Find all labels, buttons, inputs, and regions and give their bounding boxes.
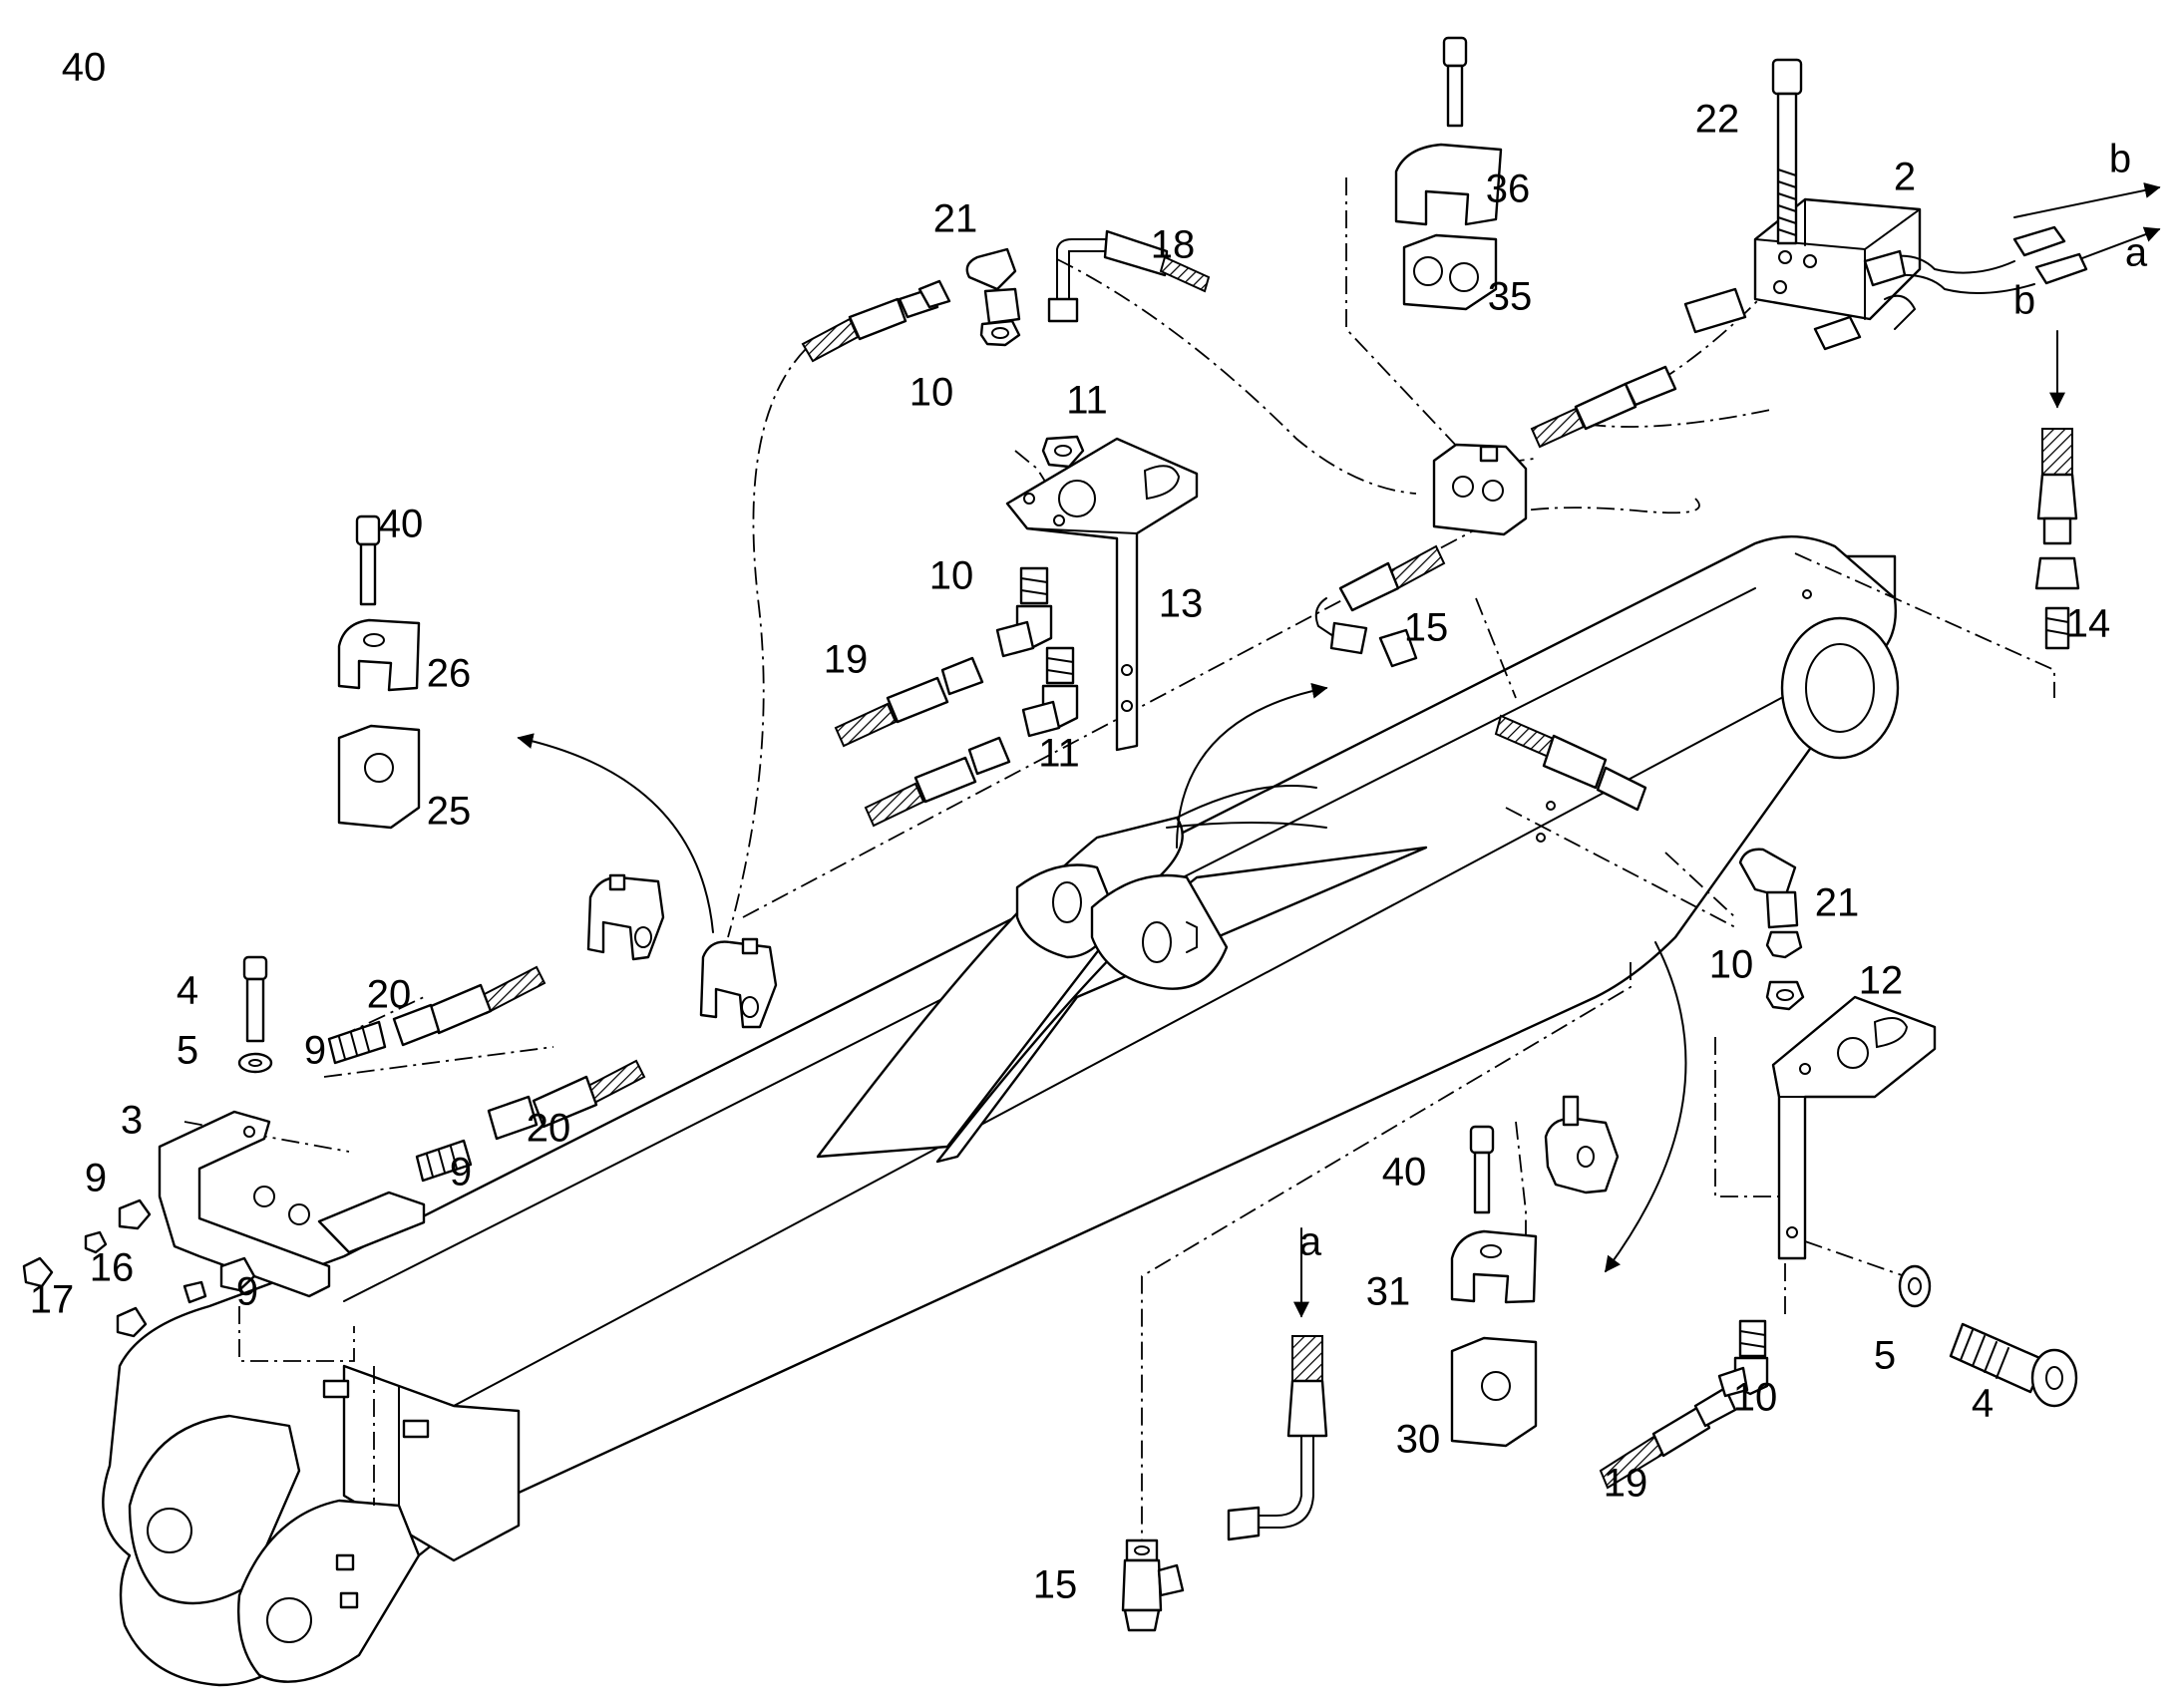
clamp-assembly-30-31 <box>1450 1095 1620 1448</box>
callout-c3: 3 <box>121 1099 143 1143</box>
flow-arrows <box>517 182 2161 1318</box>
callout-c30: 30 <box>1396 1418 1441 1462</box>
callout-c10a: 10 <box>909 371 954 415</box>
callout-c21b: 21 <box>1815 881 1860 925</box>
callout-c40b: 40 <box>379 503 424 546</box>
callout-c18: 18 <box>1151 223 1196 267</box>
clamp-assembly-25-26 <box>337 514 421 830</box>
callout-c31: 31 <box>1366 1270 1411 1314</box>
callout-c4a: 4 <box>177 969 198 1013</box>
fittings-left <box>327 965 646 1183</box>
callout-c35: 35 <box>1488 275 1533 319</box>
callout-c20a: 20 <box>367 973 412 1017</box>
bracket-13 <box>834 437 1199 828</box>
callout-c9b: 9 <box>450 1151 472 1195</box>
callout-cb2: b <box>2013 279 2035 323</box>
boom-clamps <box>586 873 778 1029</box>
callout-c5a: 5 <box>177 1029 198 1073</box>
callout-c13: 13 <box>1159 582 1204 626</box>
callout-c36: 36 <box>1486 168 1531 211</box>
callout-c4b: 4 <box>1972 1382 1994 1426</box>
callout-c2: 2 <box>1894 156 1916 199</box>
callout-ca1: a <box>2125 231 2148 275</box>
callout-c19b: 19 <box>1604 1462 1648 1506</box>
callout-c10d: 10 <box>1733 1376 1778 1420</box>
callout-c9a: 9 <box>304 1029 326 1073</box>
callout-c16: 16 <box>90 1246 135 1290</box>
callout-c25: 25 <box>427 790 472 834</box>
callout-c19a: 19 <box>824 638 869 682</box>
callout-c5b: 5 <box>1874 1334 1896 1378</box>
callout-c26: 26 <box>427 652 472 696</box>
callout-c21a: 21 <box>933 197 978 241</box>
callout-c11a: 11 <box>1066 379 1108 423</box>
callout-c40a: 40 <box>62 46 107 90</box>
callout-c15a: 15 <box>1404 606 1449 650</box>
callout-c10c: 10 <box>1709 943 1754 987</box>
callout-c12: 12 <box>1859 959 1904 1003</box>
distributor-block-2 <box>1683 58 2088 351</box>
hoses <box>801 229 2080 1632</box>
callout-c22: 22 <box>1695 98 1740 142</box>
callout-c20b: 20 <box>527 1107 571 1151</box>
callout-c14: 14 <box>2066 602 2111 646</box>
bracket-12 <box>1771 995 2078 1408</box>
callout-c9d: 9 <box>236 1270 258 1314</box>
clamp-assembly-35-36 <box>1394 36 1528 536</box>
callout-c40c: 40 <box>1382 1151 1427 1195</box>
callout-c15b: 15 <box>1033 1563 1078 1607</box>
bracket-3 <box>22 955 426 1338</box>
boom-arm <box>102 535 1900 1687</box>
callout-c17: 17 <box>30 1278 75 1322</box>
callout-ca2: a <box>1299 1220 1322 1264</box>
callout-cb1: b <box>2109 138 2131 181</box>
callout-c9c: 9 <box>85 1157 107 1200</box>
callout-c11b: 11 <box>1038 732 1080 776</box>
callout-c10b: 10 <box>929 554 974 598</box>
